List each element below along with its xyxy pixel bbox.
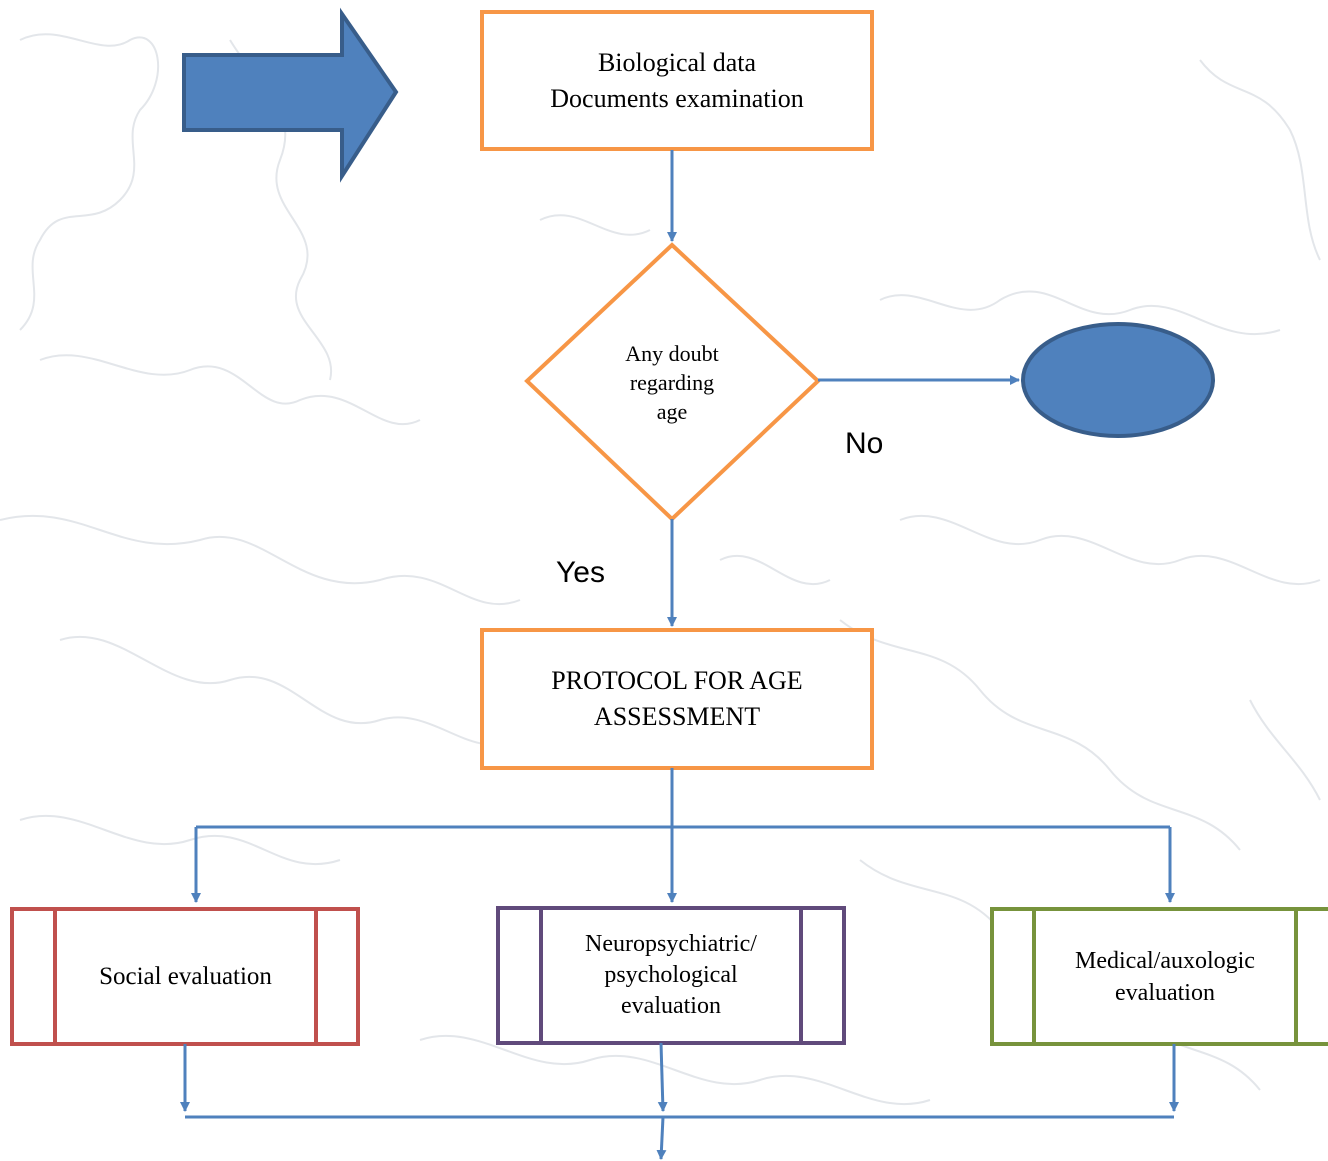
decision-line-2: regarding xyxy=(629,369,715,395)
social-evaluation-box xyxy=(10,907,360,1046)
start-arrow-shape xyxy=(182,7,399,183)
neuro-evaluation-text: Neuropsychiatric/ psychological evaluati… xyxy=(543,910,799,1041)
protocol-box xyxy=(480,628,874,770)
medical-line-2: evaluation xyxy=(1115,979,1215,1006)
social-label: Social evaluation xyxy=(99,962,272,990)
medical-evaluation-text: Medical/auxologic evaluation xyxy=(1036,911,1294,1042)
neuro-evaluation-box xyxy=(496,906,846,1045)
medical-evaluation-box xyxy=(990,907,1328,1046)
neuro-line-2: psychological xyxy=(604,962,738,988)
protocol-line-2: ASSESSMENT xyxy=(593,702,761,731)
yes-label: Yes xyxy=(556,556,605,589)
connector-fan-out xyxy=(191,768,1175,903)
start-line-1: Biological data xyxy=(597,47,757,77)
decision-line-3: age xyxy=(656,398,688,424)
neuro-line-3: evaluation xyxy=(621,993,721,1019)
no-label: No xyxy=(845,427,884,460)
medical-line-1: Medical/auxologic xyxy=(1075,947,1255,974)
background-map-outline xyxy=(0,33,1321,1106)
connector-fan-in xyxy=(180,1042,1179,1160)
decision-line-1: Any doubt xyxy=(625,340,719,366)
start-box xyxy=(480,10,874,151)
social-evaluation-text: Social evaluation xyxy=(57,911,314,1042)
protocol-line-1: PROTOCOL FOR AGE xyxy=(551,666,803,695)
decision-text: Any doubt regarding age xyxy=(590,330,754,434)
start-box-text: Biological data Documents examination xyxy=(484,14,870,147)
end-ellipse xyxy=(1021,322,1215,438)
start-line-2: Documents examination xyxy=(550,83,804,113)
neuro-line-1: Neuropsychiatric/ xyxy=(585,931,757,957)
protocol-box-text: PROTOCOL FOR AGE ASSESSMENT xyxy=(484,632,870,766)
